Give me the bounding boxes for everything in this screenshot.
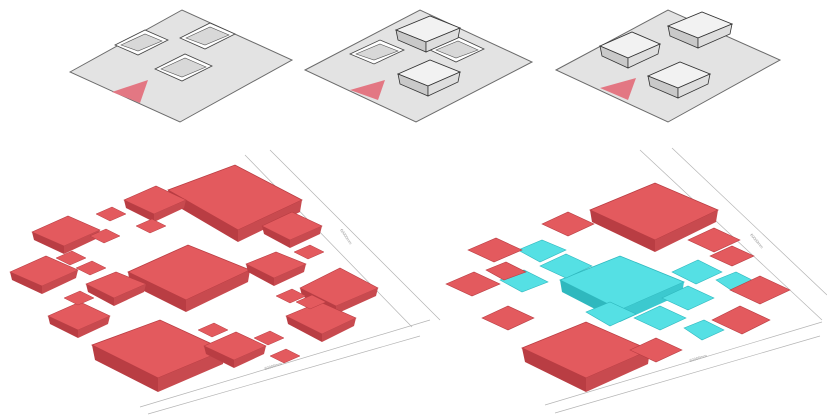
recessed-pocket-3 xyxy=(154,53,213,82)
raised-box-1 xyxy=(598,31,662,69)
triangle-marker-icon xyxy=(600,78,636,100)
dimension-label-bottom: 60000mm xyxy=(689,353,708,363)
dimension-label-bottom: 60000mm xyxy=(264,361,283,371)
plate xyxy=(554,9,782,123)
slab-raised xyxy=(554,9,782,123)
triangle-marker-icon xyxy=(112,80,148,103)
dimension-label-long: 60000mm xyxy=(339,228,353,246)
block-large-top xyxy=(589,182,719,252)
block-medium xyxy=(285,301,357,342)
block-medium xyxy=(9,255,79,294)
block-medium xyxy=(47,301,111,338)
raised-box-1 xyxy=(394,15,462,53)
block-medium xyxy=(85,271,147,306)
fractal-grid-red: 60000mm 60000mm xyxy=(9,149,441,415)
block-medium xyxy=(445,211,791,363)
block-medium xyxy=(261,211,323,248)
raised-box-2 xyxy=(666,11,734,49)
block-large-top xyxy=(167,164,303,242)
slab-mixed xyxy=(303,9,534,123)
dimension-label-long: 60000mm xyxy=(749,232,765,249)
raised-box-2 xyxy=(396,59,462,97)
triangle-marker-icon xyxy=(350,80,385,100)
fractal-grid-cyan: 60000mm 60000mm xyxy=(445,147,827,414)
block-medium xyxy=(31,215,101,254)
block-large-center xyxy=(127,244,252,312)
block-medium xyxy=(245,251,307,286)
block-large-bottom xyxy=(90,319,226,392)
recessed-pocket-1 xyxy=(349,39,405,65)
block-medium xyxy=(203,331,267,368)
slab-recessed xyxy=(68,9,294,123)
dimension-lines xyxy=(544,147,827,414)
recessed-pocket-2 xyxy=(429,36,485,63)
recessed-pocket-2 xyxy=(179,22,236,50)
block-cyan-medium xyxy=(499,239,757,341)
recessed-pocket-1 xyxy=(114,29,169,56)
block-medium xyxy=(123,185,187,222)
block-large-bottom xyxy=(521,321,651,392)
raised-box-3 xyxy=(646,61,712,99)
dimension-lines xyxy=(139,149,441,415)
block-small xyxy=(55,206,327,364)
